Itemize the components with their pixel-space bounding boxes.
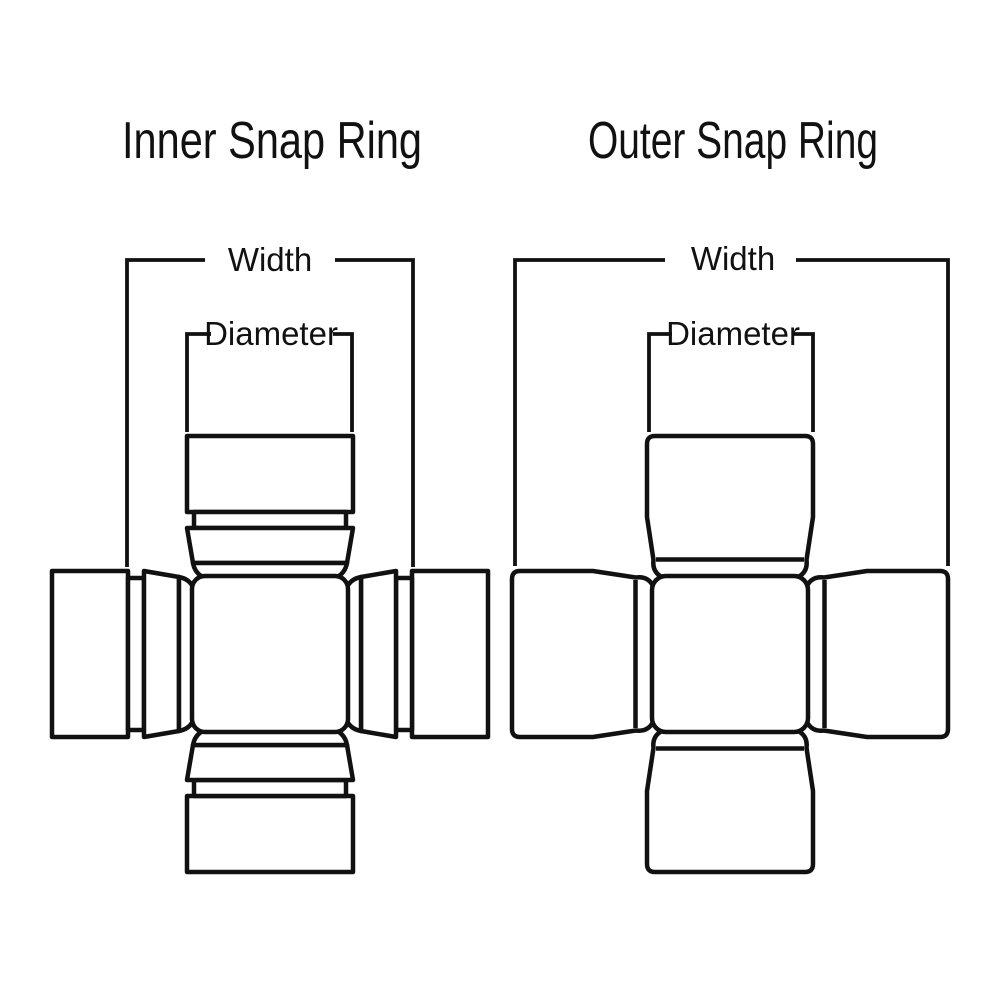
outer-diameter-bracket [647, 332, 815, 432]
inner-width-label: Width [228, 241, 312, 278]
outer-width-bracket [513, 258, 950, 566]
cross-arm-right [346, 571, 488, 737]
cross-arm-right [807, 571, 948, 737]
outer-diagram-title: Outer Snap Ring [588, 112, 878, 170]
inner-diagram-title: Inner Snap Ring [122, 112, 422, 170]
cross-arm-top [647, 436, 813, 577]
cross-body [189, 573, 351, 735]
outer-snap-ring-diagram: Outer Snap Ring Width Diameter [512, 112, 948, 872]
cross-arm-left [512, 571, 653, 737]
inner-diameter-label: Diameter [204, 315, 338, 352]
cross-arm-top [187, 436, 353, 578]
cross-body [649, 573, 811, 735]
cross-arm-left [52, 571, 194, 737]
outer-diameter-label: Diameter [666, 315, 800, 352]
cross-arm-bottom [187, 730, 353, 872]
outer-width-label: Width [691, 240, 775, 277]
inner-width-bracket [125, 258, 415, 567]
cross-arm-bottom [647, 731, 813, 872]
inner-diameter-bracket [185, 332, 354, 432]
inner-snap-ring-diagram: Inner Snap Ring Width Diameter [52, 112, 488, 872]
